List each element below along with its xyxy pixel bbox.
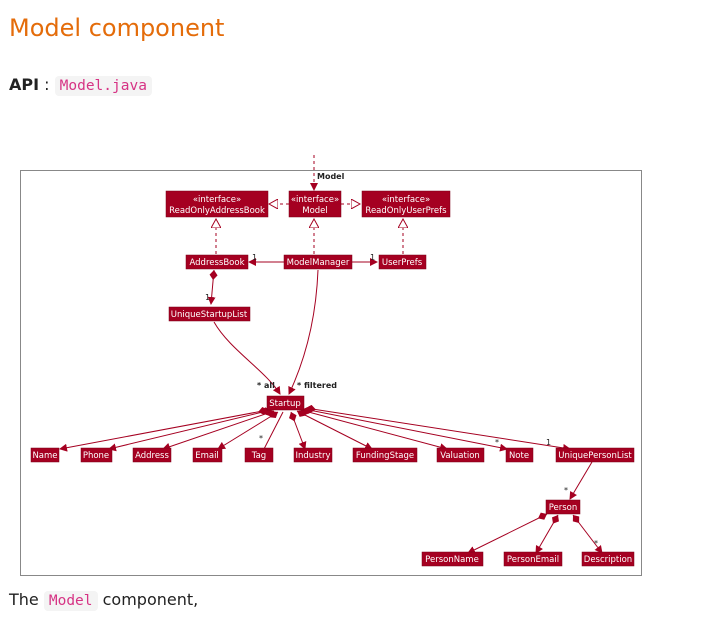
- personemail-class-name: PersonEmail: [507, 555, 559, 565]
- description-multiplicity: *: [594, 539, 598, 548]
- ab-usl-multiplicity: 1: [205, 293, 210, 302]
- name-class-name: Name: [32, 451, 57, 461]
- valuation-class-name: Valuation: [440, 451, 480, 461]
- person-to-personname: [467, 512, 548, 554]
- startup-to-note: [303, 406, 508, 452]
- upl-multiplicity: 1: [546, 438, 551, 447]
- person-class-name: Person: [549, 503, 578, 513]
- class-box-fundingstage: [352, 447, 418, 463]
- tag-multiplicity: *: [259, 434, 263, 443]
- diagram-caption: The Model component,: [9, 589, 198, 612]
- uniquepersonlist-class-name: UniquePersonList: [558, 451, 632, 461]
- upl-to-person: [569, 461, 593, 500]
- class-box-uniquestartuplist: [168, 306, 251, 322]
- caption-code: Model: [43, 591, 98, 611]
- class-box-startup: [266, 395, 305, 411]
- model-stereotype: «interface»: [291, 195, 339, 205]
- addressbook-name: AddressBook: [189, 258, 244, 268]
- person-to-description: [572, 514, 603, 554]
- class-box-uniquepersonlist: [555, 447, 635, 463]
- note-class-name: Note: [509, 451, 529, 461]
- person-multiplicity: *: [564, 486, 568, 495]
- mm-up-multiplicity: 1: [370, 253, 375, 262]
- class-box-tag: [244, 447, 274, 463]
- phone-class-name: Phone: [83, 451, 109, 461]
- note-multiplicity: *: [495, 438, 499, 447]
- mm-ab-multiplicity: 1: [252, 253, 257, 262]
- ab-to-usl: [207, 269, 218, 305]
- uniquestartuplist-name: UniqueStartupList: [171, 310, 248, 320]
- api-line: API : Model.java: [9, 74, 152, 97]
- class-box-personemail: [503, 551, 563, 567]
- personname-class-name: PersonName: [425, 555, 479, 565]
- class-box-name: [30, 447, 60, 463]
- class-box-industry: [293, 447, 333, 463]
- class-box-address: [132, 447, 172, 463]
- model-entry-label: Model: [317, 172, 345, 181]
- startup-to-upl: [305, 404, 571, 452]
- startup-to-name: [59, 406, 269, 452]
- roab-name: ReadOnlyAddressBook: [169, 206, 265, 216]
- class-box-valuation: [436, 447, 485, 463]
- class-box-readonlyuserprefs: [361, 190, 451, 218]
- class-box-person: [545, 499, 581, 515]
- startup-to-email: [217, 411, 279, 450]
- startup-name: Startup: [269, 399, 301, 409]
- class-box-email: [192, 447, 223, 463]
- class-box-note: [505, 447, 534, 463]
- person-to-personemail: [535, 514, 559, 554]
- startup-to-address: [162, 408, 275, 451]
- class-box-modelmanager: [283, 254, 353, 270]
- all-label: * all: [257, 381, 275, 390]
- startup-to-valuation: [300, 407, 448, 452]
- filtered-label: * filtered: [297, 381, 337, 390]
- roup-stereotype: «interface»: [382, 195, 430, 205]
- mm-to-startup: [288, 269, 319, 395]
- fundingstage-class-name: FundingStage: [356, 451, 414, 461]
- startup-to-phone: [108, 407, 272, 452]
- roab-stereotype: «interface»: [193, 195, 241, 205]
- api-separator: :: [44, 75, 50, 94]
- startup-to-industry: [289, 411, 307, 450]
- roup-name: ReadOnlyUserPrefs: [365, 206, 447, 216]
- api-label: API: [9, 75, 40, 94]
- class-box-readonlyaddressbook: [165, 190, 269, 218]
- email-class-name: Email: [195, 451, 219, 461]
- model-name: Model: [302, 206, 328, 216]
- usl-to-startup: [213, 321, 281, 395]
- class-box-personname: [421, 551, 484, 567]
- class-box-userprefs: [378, 254, 427, 270]
- diagram-frame: [20, 170, 642, 576]
- userprefs-name: UserPrefs: [382, 258, 423, 268]
- address-class-name: Address: [135, 451, 169, 461]
- class-box-phone: [80, 447, 113, 463]
- page-title: Model component: [9, 14, 225, 42]
- startup-to-tag: [263, 411, 284, 450]
- class-box-model: [288, 190, 342, 218]
- class-box-addressbook: [185, 254, 249, 270]
- tag-class-name: Tag: [251, 451, 266, 461]
- class-box-description: [581, 551, 635, 567]
- caption-post: component,: [102, 590, 199, 609]
- description-class-name: Description: [584, 555, 632, 565]
- caption-pre: The: [9, 590, 39, 609]
- industry-class-name: Industry: [296, 451, 331, 461]
- api-file-link[interactable]: Model.java: [54, 76, 152, 96]
- modelmanager-name: ModelManager: [287, 258, 350, 268]
